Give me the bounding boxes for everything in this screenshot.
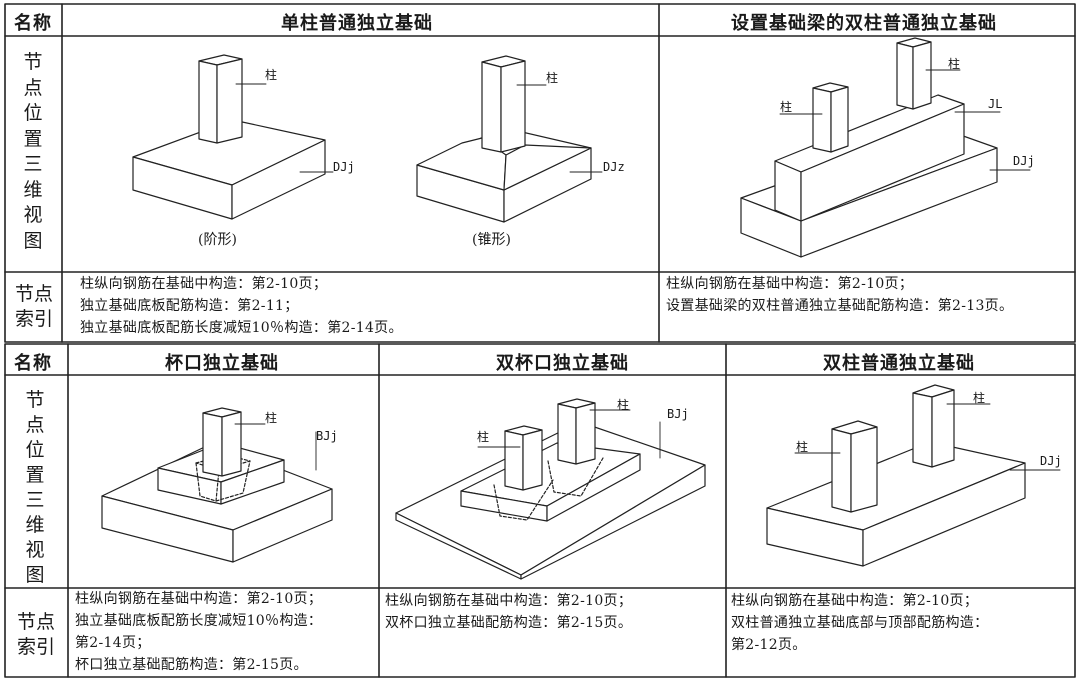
single-step-col-label: 柱 — [265, 68, 278, 82]
single-step-caption: (阶形) — [198, 232, 237, 248]
refs-double-1: 柱纵向钢筋在基础中构造：第2-10页； — [731, 593, 979, 609]
refs-cup-4: 杯口独立基础配筋构造：第2-15页。 — [75, 657, 308, 673]
refs-single-3: 独立基础底板配筋长度减短10％构造：第2-14页。 — [80, 320, 403, 336]
double-right-col-label: 柱 — [973, 391, 986, 405]
double-column-foundation-drawing — [766, 384, 1061, 567]
table-grid — [4, 3, 1076, 678]
refs-double-cup-1: 柱纵向钢筋在基础中构造：第2-10页； — [385, 593, 633, 609]
refs-double-2: 双柱普通独立基础底部与顶部配筋构造： — [731, 615, 989, 631]
top-3d-row-label: 节点位置三维视图 — [23, 51, 43, 252]
beam-left-col-label: 柱 — [780, 100, 793, 114]
bottom-index-row-label: 节点索引 — [16, 611, 55, 658]
single-slope-col-label: 柱 — [546, 71, 559, 85]
beam-base-label: DJj — [1013, 154, 1035, 168]
single-slope-foundation-drawing — [416, 55, 603, 223]
beam-right-col-label: 柱 — [948, 57, 961, 71]
double-cup-foundation-drawing — [395, 398, 706, 580]
single-slope-caption: (锥形) — [472, 232, 511, 248]
refs-double-cup-2: 双杯口独立基础配筋构造：第2-15页。 — [385, 615, 633, 631]
top-index-row-label: 节点索引 — [14, 283, 53, 330]
cup-col-label: 柱 — [265, 411, 278, 425]
single-step-foundation-drawing — [132, 54, 334, 220]
refs-double-3: 第2-12页。 — [731, 637, 807, 653]
double-cup-right-col-label: 柱 — [617, 398, 630, 412]
top-name-header: 名称 — [14, 13, 52, 34]
refs-cup-3: 第2-14页； — [75, 635, 151, 651]
bottom-title-double: 双柱普通独立基础 — [823, 353, 975, 374]
cup-foundation-drawing — [101, 407, 333, 563]
refs-single-2: 独立基础底板配筋构造：第2-11； — [80, 298, 299, 314]
top-title-double-beam: 设置基础梁的双柱普通独立基础 — [731, 13, 997, 34]
double-base-label: DJj — [1040, 454, 1062, 468]
double-beam-foundation-drawing — [740, 37, 1031, 258]
bottom-title-cup: 杯口独立基础 — [165, 353, 279, 374]
refs-double-beam-2: 设置基础梁的双柱普通独立基础配筋构造：第2-13页。 — [666, 298, 1014, 314]
beam-jl-label: JL — [988, 97, 1003, 111]
refs-cup-2: 独立基础底板配筋长度减短10％构造： — [75, 613, 323, 629]
bottom-3d-row-label: 节点位置三维视图 — [25, 389, 45, 586]
single-step-base-label: DJj — [333, 160, 355, 174]
cup-base-label: BJj — [316, 429, 338, 443]
bottom-name-header: 名称 — [14, 353, 52, 374]
top-title-single: 单柱普通独立基础 — [281, 13, 433, 34]
single-slope-base-label: DJz — [603, 160, 625, 174]
refs-double-beam-1: 柱纵向钢筋在基础中构造：第2-10页； — [666, 276, 914, 292]
refs-single-1: 柱纵向钢筋在基础中构造：第2-10页； — [80, 276, 328, 292]
refs-cup-1: 柱纵向钢筋在基础中构造：第2-10页； — [75, 591, 323, 607]
bottom-title-double-cup: 双杯口独立基础 — [496, 353, 629, 374]
double-cup-base-label: BJj — [667, 407, 689, 421]
double-left-col-label: 柱 — [796, 440, 809, 454]
double-cup-left-col-label: 柱 — [477, 430, 490, 444]
